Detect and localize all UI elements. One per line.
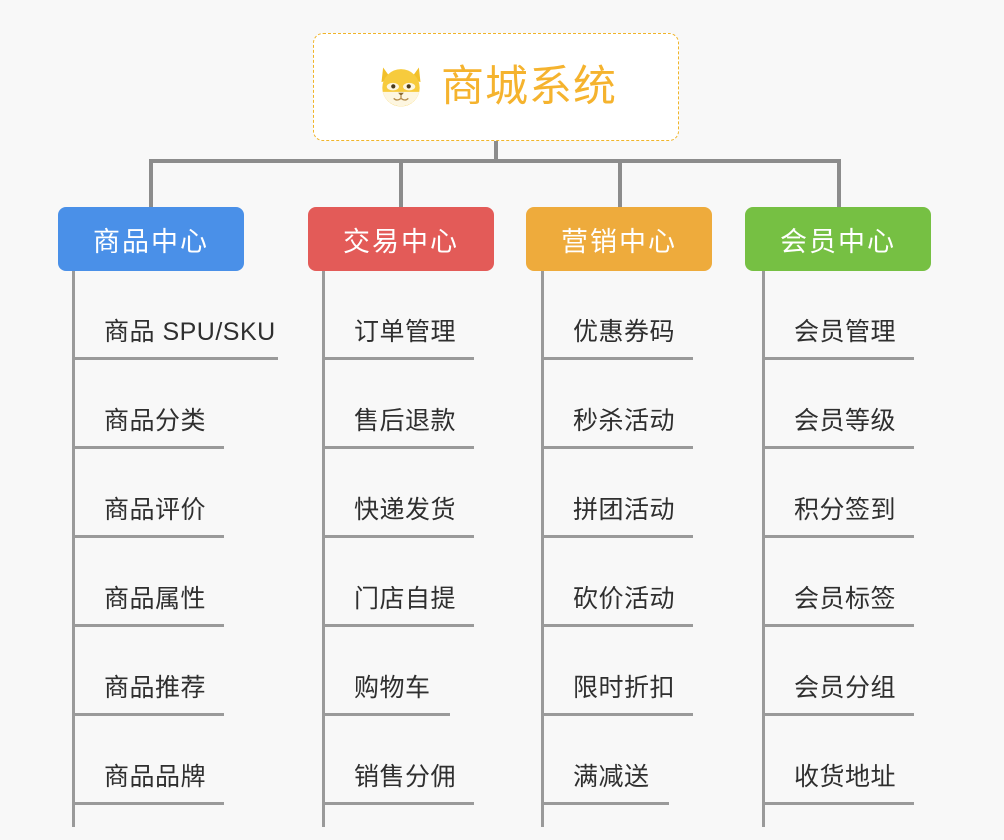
leaf-item[interactable]: 商品推荐 xyxy=(72,627,224,716)
leaf-item[interactable]: 秒杀活动 xyxy=(541,360,693,449)
leaf-label: 会员标签 xyxy=(794,585,897,613)
branch-spine-3 xyxy=(541,271,544,827)
leaf-underline xyxy=(322,624,474,627)
leaf-item[interactable]: 会员分组 xyxy=(762,627,914,716)
leaf-label: 优惠券码 xyxy=(573,318,676,346)
leaf-item[interactable]: 限时折扣 xyxy=(541,627,693,716)
leaf-underline xyxy=(322,535,474,538)
branch-column-3: 营销中心 xyxy=(526,207,712,271)
leaf-item[interactable]: 商品属性 xyxy=(72,538,224,627)
leaf-label: 会员分组 xyxy=(794,674,897,702)
leaf-label: 限时折扣 xyxy=(573,674,676,702)
leaf-item[interactable]: 购物车 xyxy=(322,627,450,716)
leaf-underline xyxy=(541,802,669,805)
root-node[interactable]: 商城系统 xyxy=(313,33,679,141)
branch-header-4[interactable]: 会员中心 xyxy=(745,207,931,271)
leaf-item[interactable]: 门店自提 xyxy=(322,538,474,627)
connector-drop-1 xyxy=(149,159,153,207)
leaf-item[interactable]: 积分签到 xyxy=(762,449,914,538)
leaf-item[interactable]: 优惠券码 xyxy=(541,271,693,360)
leaf-item[interactable]: 砍价活动 xyxy=(541,538,693,627)
leaf-underline xyxy=(72,802,224,805)
leaf-underline xyxy=(762,535,914,538)
leaf-item[interactable]: 商品 SPU/SKU xyxy=(72,271,278,360)
connector-drop-3 xyxy=(618,159,622,207)
leaf-underline xyxy=(72,535,224,538)
leaf-item[interactable]: 会员管理 xyxy=(762,271,914,360)
leaf-underline xyxy=(541,713,693,716)
leaf-underline xyxy=(72,713,224,716)
leaf-label: 商品推荐 xyxy=(104,674,207,702)
leaf-underline xyxy=(762,624,914,627)
leaf-underline xyxy=(322,713,450,716)
leaf-label: 商品分类 xyxy=(104,407,207,435)
leaf-item[interactable]: 会员等级 xyxy=(762,360,914,449)
connector-drop-4 xyxy=(837,159,841,207)
leaf-underline xyxy=(322,802,474,805)
connector-bus xyxy=(150,159,840,163)
leaf-underline xyxy=(541,535,693,538)
leaf-item[interactable]: 销售分佣 xyxy=(322,716,474,805)
leaf-underline xyxy=(72,357,278,360)
root-title: 商城系统 xyxy=(441,62,617,111)
branch-header-3[interactable]: 营销中心 xyxy=(526,207,712,271)
leaf-underline xyxy=(762,446,914,449)
leaf-label: 购物车 xyxy=(354,674,431,702)
leaf-underline xyxy=(541,446,693,449)
branch-header-label: 营销中心 xyxy=(561,226,677,257)
leaf-item[interactable]: 快递发货 xyxy=(322,449,474,538)
leaf-label: 收货地址 xyxy=(794,763,897,791)
branch-column-2: 交易中心 xyxy=(308,207,494,271)
branch-header-2[interactable]: 交易中心 xyxy=(308,207,494,271)
shiba-dog-face-icon xyxy=(381,67,421,107)
branch-column-4: 会员中心 xyxy=(745,207,931,271)
leaf-label: 满减送 xyxy=(573,763,650,791)
branch-spine-4 xyxy=(762,271,765,827)
branch-header-1[interactable]: 商品中心 xyxy=(58,207,244,271)
branch-spine-2 xyxy=(322,271,325,827)
leaf-underline xyxy=(72,624,224,627)
leaf-label: 订单管理 xyxy=(354,318,457,346)
leaf-item[interactable]: 拼团活动 xyxy=(541,449,693,538)
leaf-item[interactable]: 售后退款 xyxy=(322,360,474,449)
leaf-underline xyxy=(541,357,693,360)
leaf-item[interactable]: 订单管理 xyxy=(322,271,474,360)
leaf-underline xyxy=(762,357,914,360)
leaf-label: 积分签到 xyxy=(794,496,897,524)
leaf-underline xyxy=(762,802,914,805)
leaf-label: 销售分佣 xyxy=(354,763,457,791)
leaf-label: 商品评价 xyxy=(104,496,207,524)
leaf-underline xyxy=(762,713,914,716)
branch-spine-1 xyxy=(72,271,75,827)
leaf-underline xyxy=(322,446,474,449)
leaf-label: 商品品牌 xyxy=(104,763,207,791)
branch-header-label: 交易中心 xyxy=(343,226,459,257)
leaf-item[interactable]: 满减送 xyxy=(541,716,669,805)
branch-header-label: 商品中心 xyxy=(93,226,209,257)
leaf-underline xyxy=(322,357,474,360)
leaf-underline xyxy=(72,446,224,449)
leaf-underline xyxy=(541,624,693,627)
leaf-item[interactable]: 商品评价 xyxy=(72,449,224,538)
connector-root-stem xyxy=(494,141,498,162)
leaf-item[interactable]: 收货地址 xyxy=(762,716,914,805)
branch-header-label: 会员中心 xyxy=(780,226,896,257)
leaf-item[interactable]: 商品品牌 xyxy=(72,716,224,805)
leaf-label: 砍价活动 xyxy=(573,585,676,613)
leaf-label: 快递发货 xyxy=(354,496,457,524)
leaf-label: 商品属性 xyxy=(104,585,207,613)
leaf-label: 商品 SPU/SKU xyxy=(104,318,276,346)
leaf-label: 售后退款 xyxy=(354,407,457,435)
leaf-item[interactable]: 商品分类 xyxy=(72,360,224,449)
leaf-label: 拼团活动 xyxy=(573,496,676,524)
leaf-label: 门店自提 xyxy=(354,585,457,613)
leaf-label: 会员等级 xyxy=(794,407,897,435)
leaf-item[interactable]: 会员标签 xyxy=(762,538,914,627)
leaf-label: 秒杀活动 xyxy=(573,407,676,435)
branch-column-1: 商品中心 xyxy=(58,207,244,271)
leaf-label: 会员管理 xyxy=(794,318,897,346)
connector-drop-2 xyxy=(399,159,403,207)
